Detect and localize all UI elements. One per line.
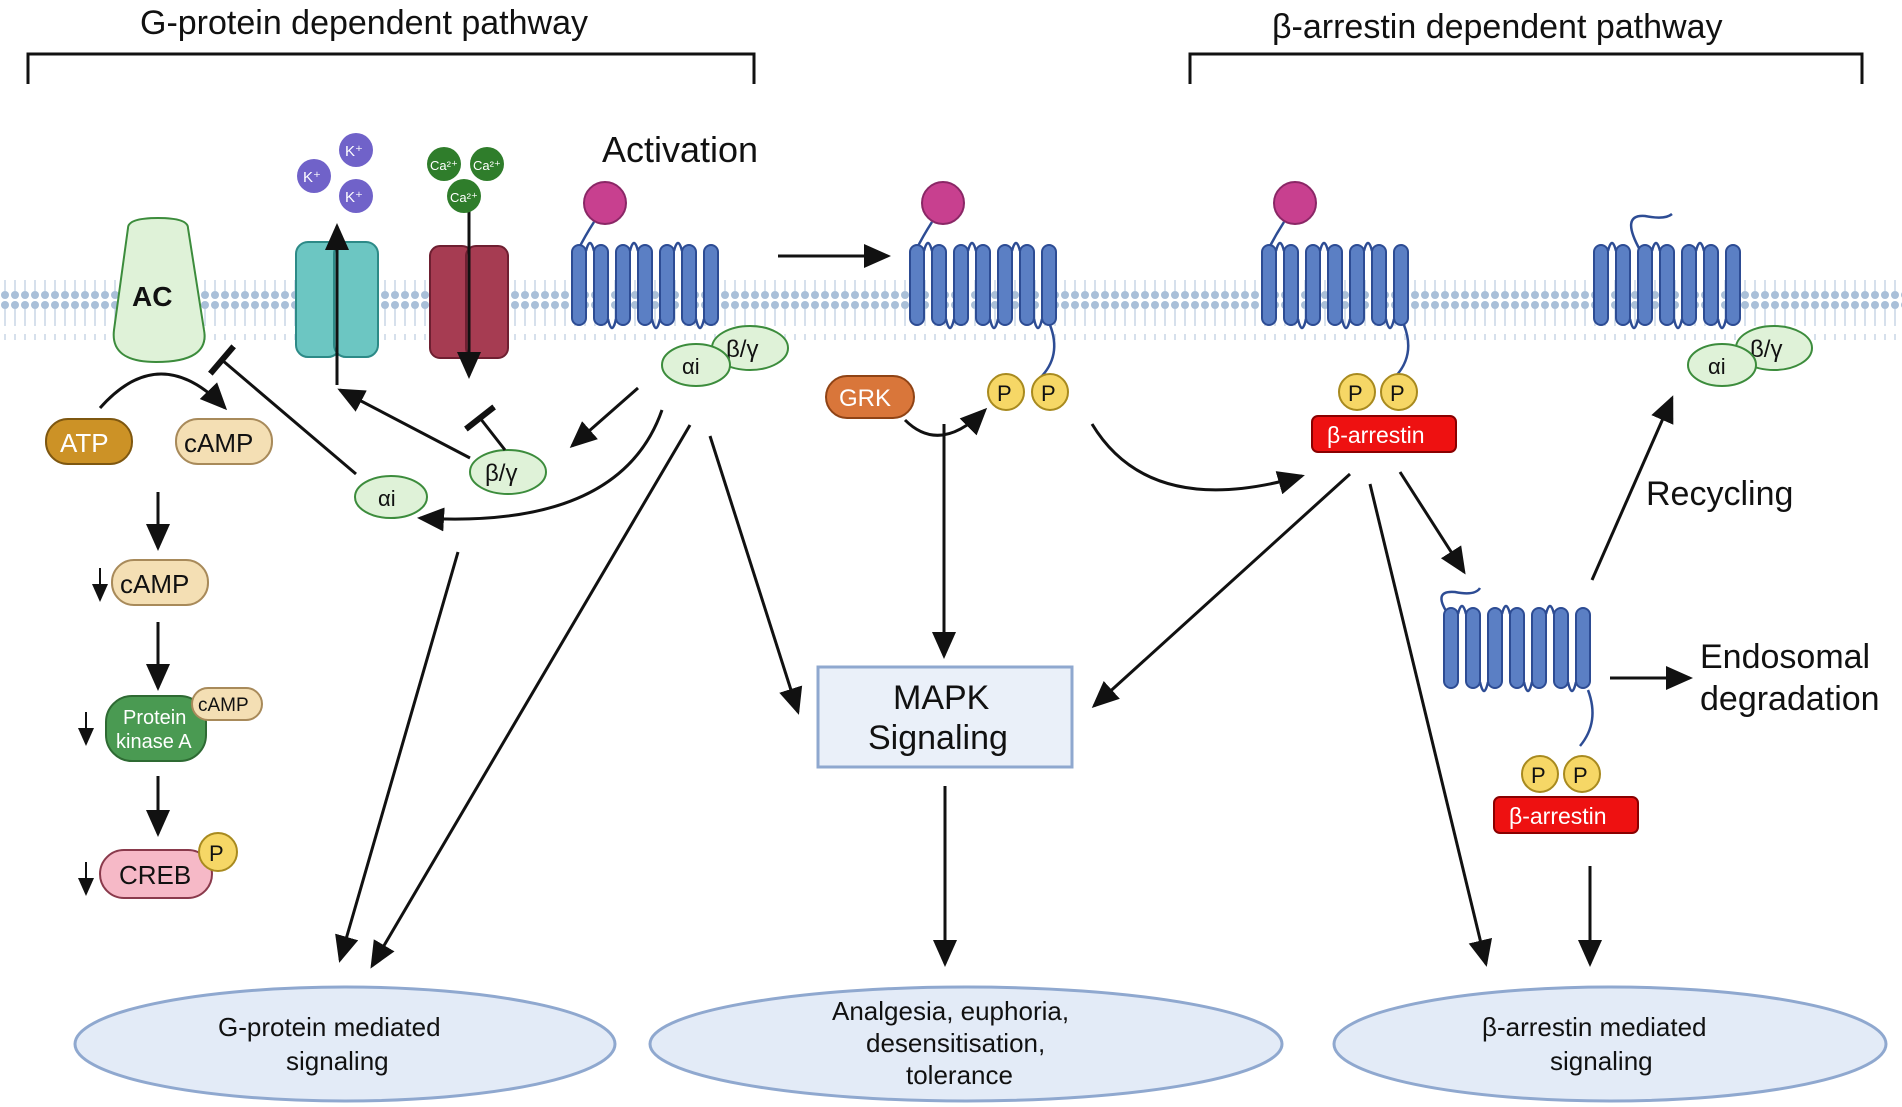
pka-label-line1: Protein bbox=[123, 707, 186, 729]
beta-gamma-subunit: β/γ bbox=[469, 449, 547, 495]
opioid-receptor-arrestin-bound bbox=[1260, 181, 1410, 379]
beta-gamma-label: β/γ bbox=[726, 336, 758, 363]
potassium-ions: K⁺ K⁺ K⁺ bbox=[297, 133, 373, 213]
ca-ion-label: Ca²⁺ bbox=[450, 190, 478, 205]
camp-label: cAMP bbox=[184, 428, 253, 458]
grk-kinase: GRK bbox=[825, 375, 915, 419]
beta-arrestin-label: β-arrestin bbox=[1509, 803, 1607, 829]
gprotein-outcome-line1: G-protein mediated bbox=[218, 1012, 441, 1042]
gprotein-pathway-title: G-protein dependent pathway bbox=[140, 4, 588, 42]
opioid-receptor-active bbox=[570, 181, 720, 330]
phosphate-label: P bbox=[1348, 381, 1363, 406]
barrestin-bracket bbox=[1188, 52, 1864, 84]
recycling-label: Recycling bbox=[1646, 475, 1793, 513]
calcium-channel bbox=[429, 210, 509, 379]
barrestin-outcome-line2: signaling bbox=[1550, 1046, 1653, 1076]
camp-pill: cAMP bbox=[175, 418, 273, 465]
potassium-channel bbox=[295, 223, 379, 385]
ca-ion-label: Ca²⁺ bbox=[430, 158, 458, 173]
grk-label: GRK bbox=[839, 385, 891, 412]
barrestin-pathway-title: β-arrestin dependent pathway bbox=[1272, 8, 1723, 46]
beta-arrestin-internalized: β-arrestin bbox=[1493, 796, 1639, 834]
k-ion-label: K⁺ bbox=[345, 189, 363, 206]
mapk-label-line2: Signaling bbox=[868, 719, 1008, 757]
receptor-to-beta-gamma bbox=[569, 386, 639, 448]
phosphate-label: P bbox=[1531, 763, 1546, 788]
alpha-i-subunit: αi bbox=[354, 475, 428, 519]
arrestin-to-barrestin-signaling bbox=[1368, 483, 1493, 967]
protein-kinase-a: Protein kinase A cAMP bbox=[105, 687, 263, 762]
gprotein-bracket bbox=[26, 52, 756, 84]
alpha-i-label: αi bbox=[682, 354, 700, 379]
receptor-to-gprotein-signaling bbox=[370, 424, 692, 969]
creb: CREB P bbox=[99, 832, 238, 899]
endosomal-label: Endosomal bbox=[1700, 638, 1870, 676]
atp-pill: ATP bbox=[45, 418, 133, 465]
alpha-i-label: αi bbox=[378, 486, 396, 511]
clinical-outcome: Analgesia, euphoria, desensitisation, to… bbox=[648, 985, 1284, 1103]
alpha-i-label: αi bbox=[1708, 354, 1726, 379]
pka-camp-label: cAMP bbox=[198, 695, 249, 716]
phosphate-label: P bbox=[997, 381, 1012, 406]
center-outcome-line1: Analgesia, euphoria, bbox=[832, 996, 1069, 1026]
alpha-i-to-gprotein-signaling bbox=[335, 551, 460, 963]
ca-ion-label: Ca²⁺ bbox=[473, 158, 501, 173]
beta-gamma-inhibits-ca bbox=[463, 404, 507, 451]
calcium-ions: Ca²⁺ Ca²⁺ Ca²⁺ bbox=[427, 147, 504, 213]
phosphate-label: P bbox=[1390, 381, 1405, 406]
adenylyl-cyclase: AC bbox=[112, 216, 206, 364]
k-ion-label: K⁺ bbox=[303, 169, 321, 186]
gprotein-signaling-outcome: G-protein mediated signaling bbox=[73, 985, 617, 1103]
camp-decreased-label: cAMP bbox=[120, 569, 189, 599]
opioid-receptor-internalized bbox=[1440, 587, 1594, 747]
beta-gamma-to-k-channel bbox=[337, 388, 471, 460]
center-outcome-line2: desensitisation, bbox=[866, 1028, 1045, 1058]
gprotein-outcome-line2: signaling bbox=[286, 1046, 389, 1076]
phosphate-label: P bbox=[1041, 381, 1056, 406]
g-protein-heterotrimer: β/γ αi bbox=[661, 325, 789, 387]
opioid-receptor-phosphorylated bbox=[908, 181, 1058, 379]
alpha-i-inhibits-ac bbox=[208, 344, 357, 476]
mapk-label-line1: MAPK bbox=[893, 679, 990, 717]
barrestin-outcome-line1: β-arrestin mediated bbox=[1482, 1012, 1707, 1042]
phosphate-label: P bbox=[1573, 763, 1588, 788]
creb-label: CREB bbox=[119, 860, 191, 890]
center-outcome-line3: tolerance bbox=[906, 1060, 1013, 1090]
atp-label: ATP bbox=[60, 428, 109, 458]
opioid-receptor-recycled bbox=[1592, 212, 1742, 330]
g-protein-recycled: β/γ αi bbox=[1687, 325, 1813, 387]
degradation-label: degradation bbox=[1700, 680, 1880, 718]
phosphate-pair: P P bbox=[987, 373, 1069, 411]
phosphate-pair: P P bbox=[1521, 755, 1601, 793]
atp-conversion-arrow bbox=[98, 372, 228, 411]
camp-decreased-pill: cAMP bbox=[111, 559, 209, 606]
ac-label: AC bbox=[132, 281, 172, 312]
beta-arrestin-label: β-arrestin bbox=[1327, 422, 1425, 448]
k-ion-label: K⁺ bbox=[345, 143, 363, 160]
mapk-signaling-box: MAPK Signaling bbox=[816, 665, 1074, 769]
receptor-to-arrestin-arrow bbox=[1090, 423, 1305, 495]
arrestin-to-mapk bbox=[1091, 472, 1352, 709]
receptor-to-alpha-i bbox=[417, 409, 664, 532]
activation-label: Activation bbox=[602, 129, 758, 170]
beta-gamma-label: β/γ bbox=[485, 460, 517, 487]
barrestin-signaling-outcome: β-arrestin mediated signaling bbox=[1332, 985, 1888, 1103]
beta-arrestin: β-arrestin bbox=[1311, 415, 1457, 453]
pka-label-line2: kinase A bbox=[116, 731, 192, 753]
phosphate-pair: P P bbox=[1338, 373, 1418, 411]
phosphate-label: P bbox=[209, 841, 224, 866]
recycling-arrow bbox=[1590, 395, 1674, 581]
receptor-to-mapk bbox=[708, 435, 803, 715]
arrestin-to-internalization bbox=[1398, 471, 1466, 575]
